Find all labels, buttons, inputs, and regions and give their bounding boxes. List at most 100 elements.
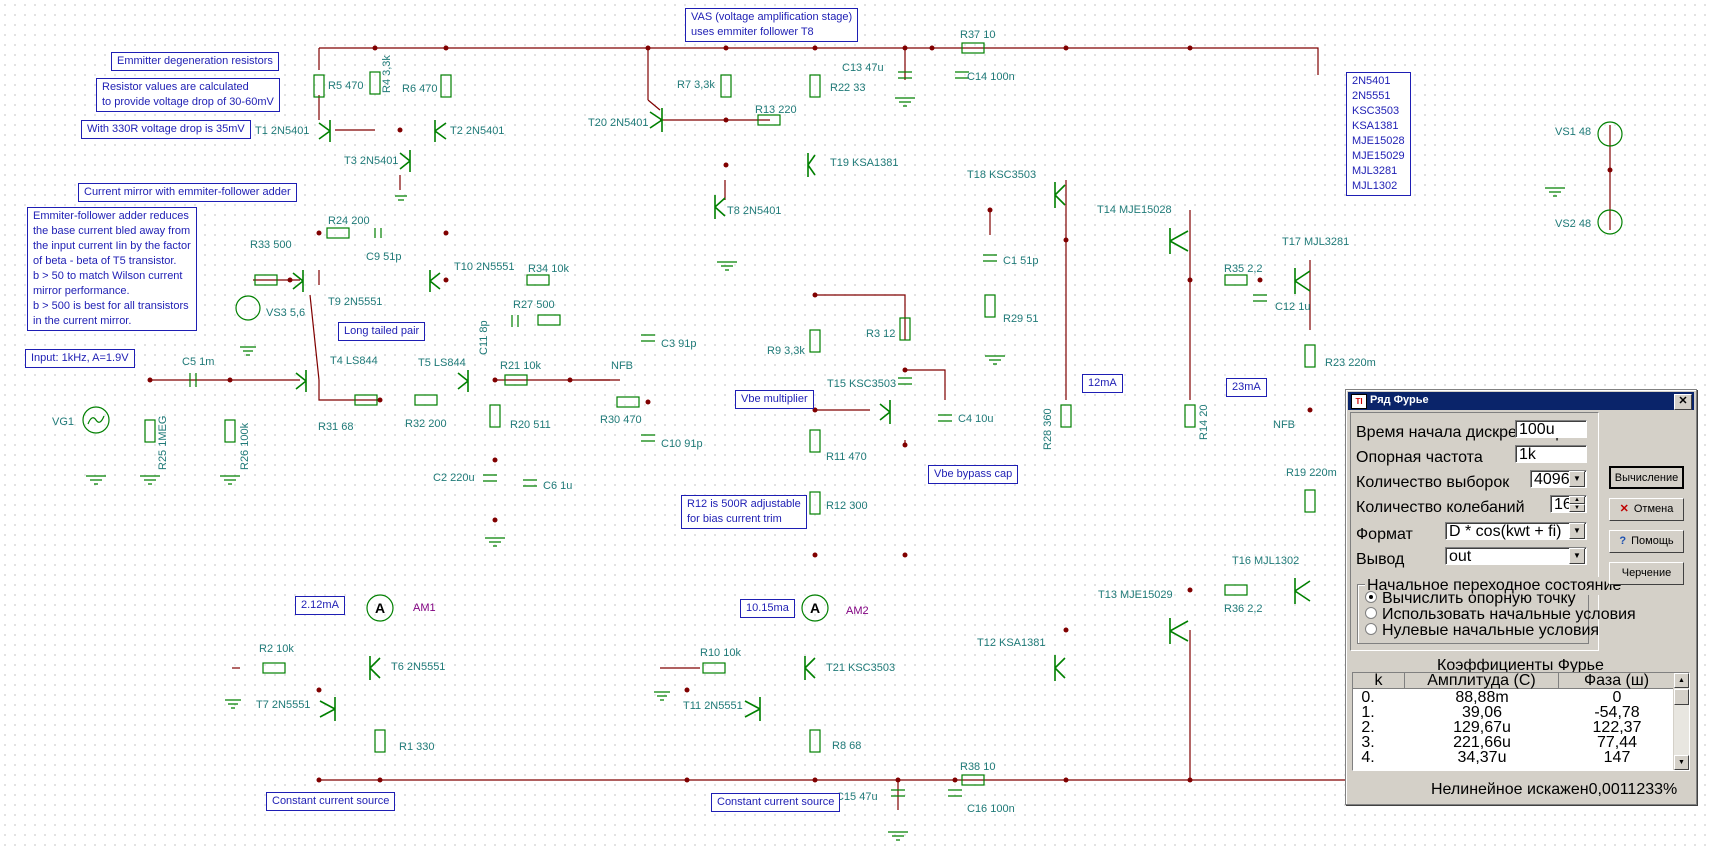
col-header-phase[interactable]: Фаза (ш) (1559, 673, 1675, 689)
label-t17: T17 MJL3281 (1282, 236, 1349, 248)
table-cell: 129,67u (1453, 719, 1511, 736)
label-r20: R20 511 (510, 419, 551, 431)
note-current-am2[interactable]: 10.15ma (740, 599, 795, 618)
format-select[interactable]: D * cos(kwt + fi) ▼ (1445, 522, 1587, 540)
note-ef-line-8: in the current mirror. (33, 315, 132, 327)
label-t6: T6 2N5551 (391, 661, 445, 673)
note-vbe-bypass[interactable]: Vbe bypass cap (928, 465, 1019, 484)
label-r19: R19 220m (1286, 467, 1337, 479)
radio-use-initial-label: Использовать начальные условия (1382, 606, 1636, 623)
ammeter-icon-1: A (375, 600, 385, 616)
label-r12: R12 300 (826, 500, 868, 512)
label-c14: C14 100n (967, 71, 1015, 83)
label-t10: T10 2N5551 (454, 261, 515, 273)
label-t7: T7 2N5551 (256, 699, 310, 711)
draw-button[interactable]: Черчение (1609, 562, 1684, 585)
table-cell: 39,06 (1461, 704, 1503, 721)
label-r30: R30 470 (600, 414, 642, 426)
transistor-item: 2N5551 (1352, 90, 1391, 102)
format-value: D * cos(kwt + fi) (1449, 523, 1562, 540)
chevron-down-icon[interactable]: ▼ (1569, 548, 1585, 564)
chevron-down-icon[interactable]: ▼ (1569, 523, 1585, 539)
scroll-up-icon[interactable]: ▲ (1674, 673, 1689, 688)
scroll-down-icon[interactable]: ▼ (1674, 755, 1689, 770)
label-t15: T15 KSC3503 (827, 378, 896, 390)
col-header-k[interactable]: k (1353, 673, 1405, 689)
radio-calc-op-point[interactable] (1365, 591, 1377, 603)
help-label: Помощь (1631, 535, 1674, 547)
label-r34: R34 10k (528, 263, 569, 275)
initial-state-title: Начальное переходное состояние (1365, 577, 1624, 595)
periods-spinner[interactable]: 16 ▲ ▼ (1550, 495, 1587, 513)
label-c1: C1 51p (1003, 255, 1038, 267)
help-icon: ? (1619, 535, 1627, 547)
label-am1: AM1 (413, 602, 436, 614)
label-r10: R10 10k (700, 647, 741, 659)
note-330r-drop[interactable]: With 330R voltage drop is 35mV (81, 120, 251, 139)
coefficients-table[interactable]: k Амплитуда (C) Фаза (ш) 0. 88,88m 0 1. … (1352, 672, 1690, 771)
note-ccs-1[interactable]: Constant current source (266, 792, 396, 811)
label-nfb-2: NFB (1273, 419, 1295, 431)
note-transistor-list[interactable]: 2N5401 2N5551 KSC3503 KSA1381 MJE15028 M… (1346, 72, 1411, 196)
dialog-titlebar[interactable]: TI Ряд Фурье ✕ (1348, 392, 1694, 410)
samples-select[interactable]: 4096 ▼ (1530, 470, 1587, 488)
samples-value: 4096 (1534, 471, 1570, 488)
note-current-12ma[interactable]: 12mA (1082, 374, 1123, 393)
table-cell: 77,44 (1596, 734, 1638, 751)
label-t8: T8 2N5401 (727, 205, 781, 217)
calculate-button[interactable]: Вычисление (1609, 466, 1684, 489)
note-r12-adjustable[interactable]: R12 is 500R adjustable for bias current … (681, 495, 807, 529)
note-input[interactable]: Input: 1kHz, A=1.9V (25, 349, 135, 368)
cancel-button[interactable]: ✕Отмена (1609, 498, 1684, 521)
note-current-am1[interactable]: 2.12mA (295, 596, 345, 615)
label-t18: T18 KSC3503 (967, 169, 1036, 181)
label-r35: R35 2,2 (1224, 263, 1263, 275)
radio-use-initial[interactable] (1365, 607, 1377, 619)
note-emitter-follower[interactable]: Emmiter-follower adder reduces the base … (27, 207, 197, 331)
label-r4: R4 3,3k (381, 55, 393, 93)
ref-frequency-input[interactable]: 1k (1515, 445, 1587, 463)
label-c9: C9 51p (366, 251, 401, 263)
output-label: Вывод (1356, 551, 1405, 568)
note-long-tailed-pair[interactable]: Long tailed pair (338, 322, 426, 341)
table-cell: 221,66u (1453, 734, 1511, 751)
components (82, 42, 1623, 841)
label-r31: R31 68 (318, 421, 353, 433)
note-current-23ma[interactable]: 23mA (1226, 378, 1267, 397)
label-t5: T5 LS844 (418, 357, 466, 369)
note-ccs-2[interactable]: Constant current source (711, 793, 841, 812)
note-vas[interactable]: VAS (voltage amplification stage) uses e… (685, 8, 859, 42)
col-header-amplitude[interactable]: Амплитуда (C) (1405, 673, 1559, 689)
label-t11: T11 2N5551 (683, 700, 743, 712)
spin-up-icon[interactable]: ▲ (1569, 496, 1585, 504)
note-ef-line-4: of beta - beta of T5 transistor. (33, 255, 177, 267)
note-current-mirror[interactable]: Current mirror with emmiter-follower add… (78, 183, 297, 202)
note-vas-line-2: uses emmiter follower T8 (691, 26, 814, 38)
chevron-down-icon[interactable]: ▼ (1569, 471, 1585, 487)
table-scrollbar[interactable]: ▲ ▼ (1673, 673, 1689, 770)
label-r9: R9 3,3k (767, 345, 805, 357)
output-select[interactable]: out ▼ (1445, 547, 1587, 565)
table-cell: 34,37u (1457, 749, 1507, 766)
ref-frequency-label: Опорная частота (1356, 449, 1483, 466)
close-icon[interactable]: ✕ (1674, 394, 1692, 410)
transistor-item: MJE15029 (1352, 150, 1405, 162)
label-r28: R28 360 (1042, 408, 1054, 450)
spin-down-icon[interactable]: ▼ (1569, 504, 1585, 512)
radio-zero-initial[interactable] (1365, 623, 1377, 635)
note-resistor-values[interactable]: Resistor values are calculated to provid… (96, 78, 280, 112)
periods-value: 16 (1554, 496, 1572, 513)
help-button[interactable]: ? Помощь (1609, 530, 1684, 553)
note-emitter-degeneration[interactable]: Emmitter degeneration resistors (111, 52, 279, 71)
table-cell: 0. (1361, 689, 1375, 706)
label-c13: C13 47u (842, 62, 884, 74)
start-time-input[interactable]: 100u (1515, 420, 1587, 438)
label-r24: R24 200 (328, 215, 370, 227)
scroll-thumb[interactable] (1674, 689, 1689, 705)
distortion-readout: Нелинейное искажен0,0011233% (1431, 781, 1678, 798)
note-vbe-multiplier[interactable]: Vbe multiplier (735, 390, 814, 409)
note-resistor-values-line-1: Resistor values are calculated (102, 81, 249, 93)
label-c11: C11 8p (478, 320, 490, 355)
table-cell: -54,78 (1594, 704, 1640, 721)
